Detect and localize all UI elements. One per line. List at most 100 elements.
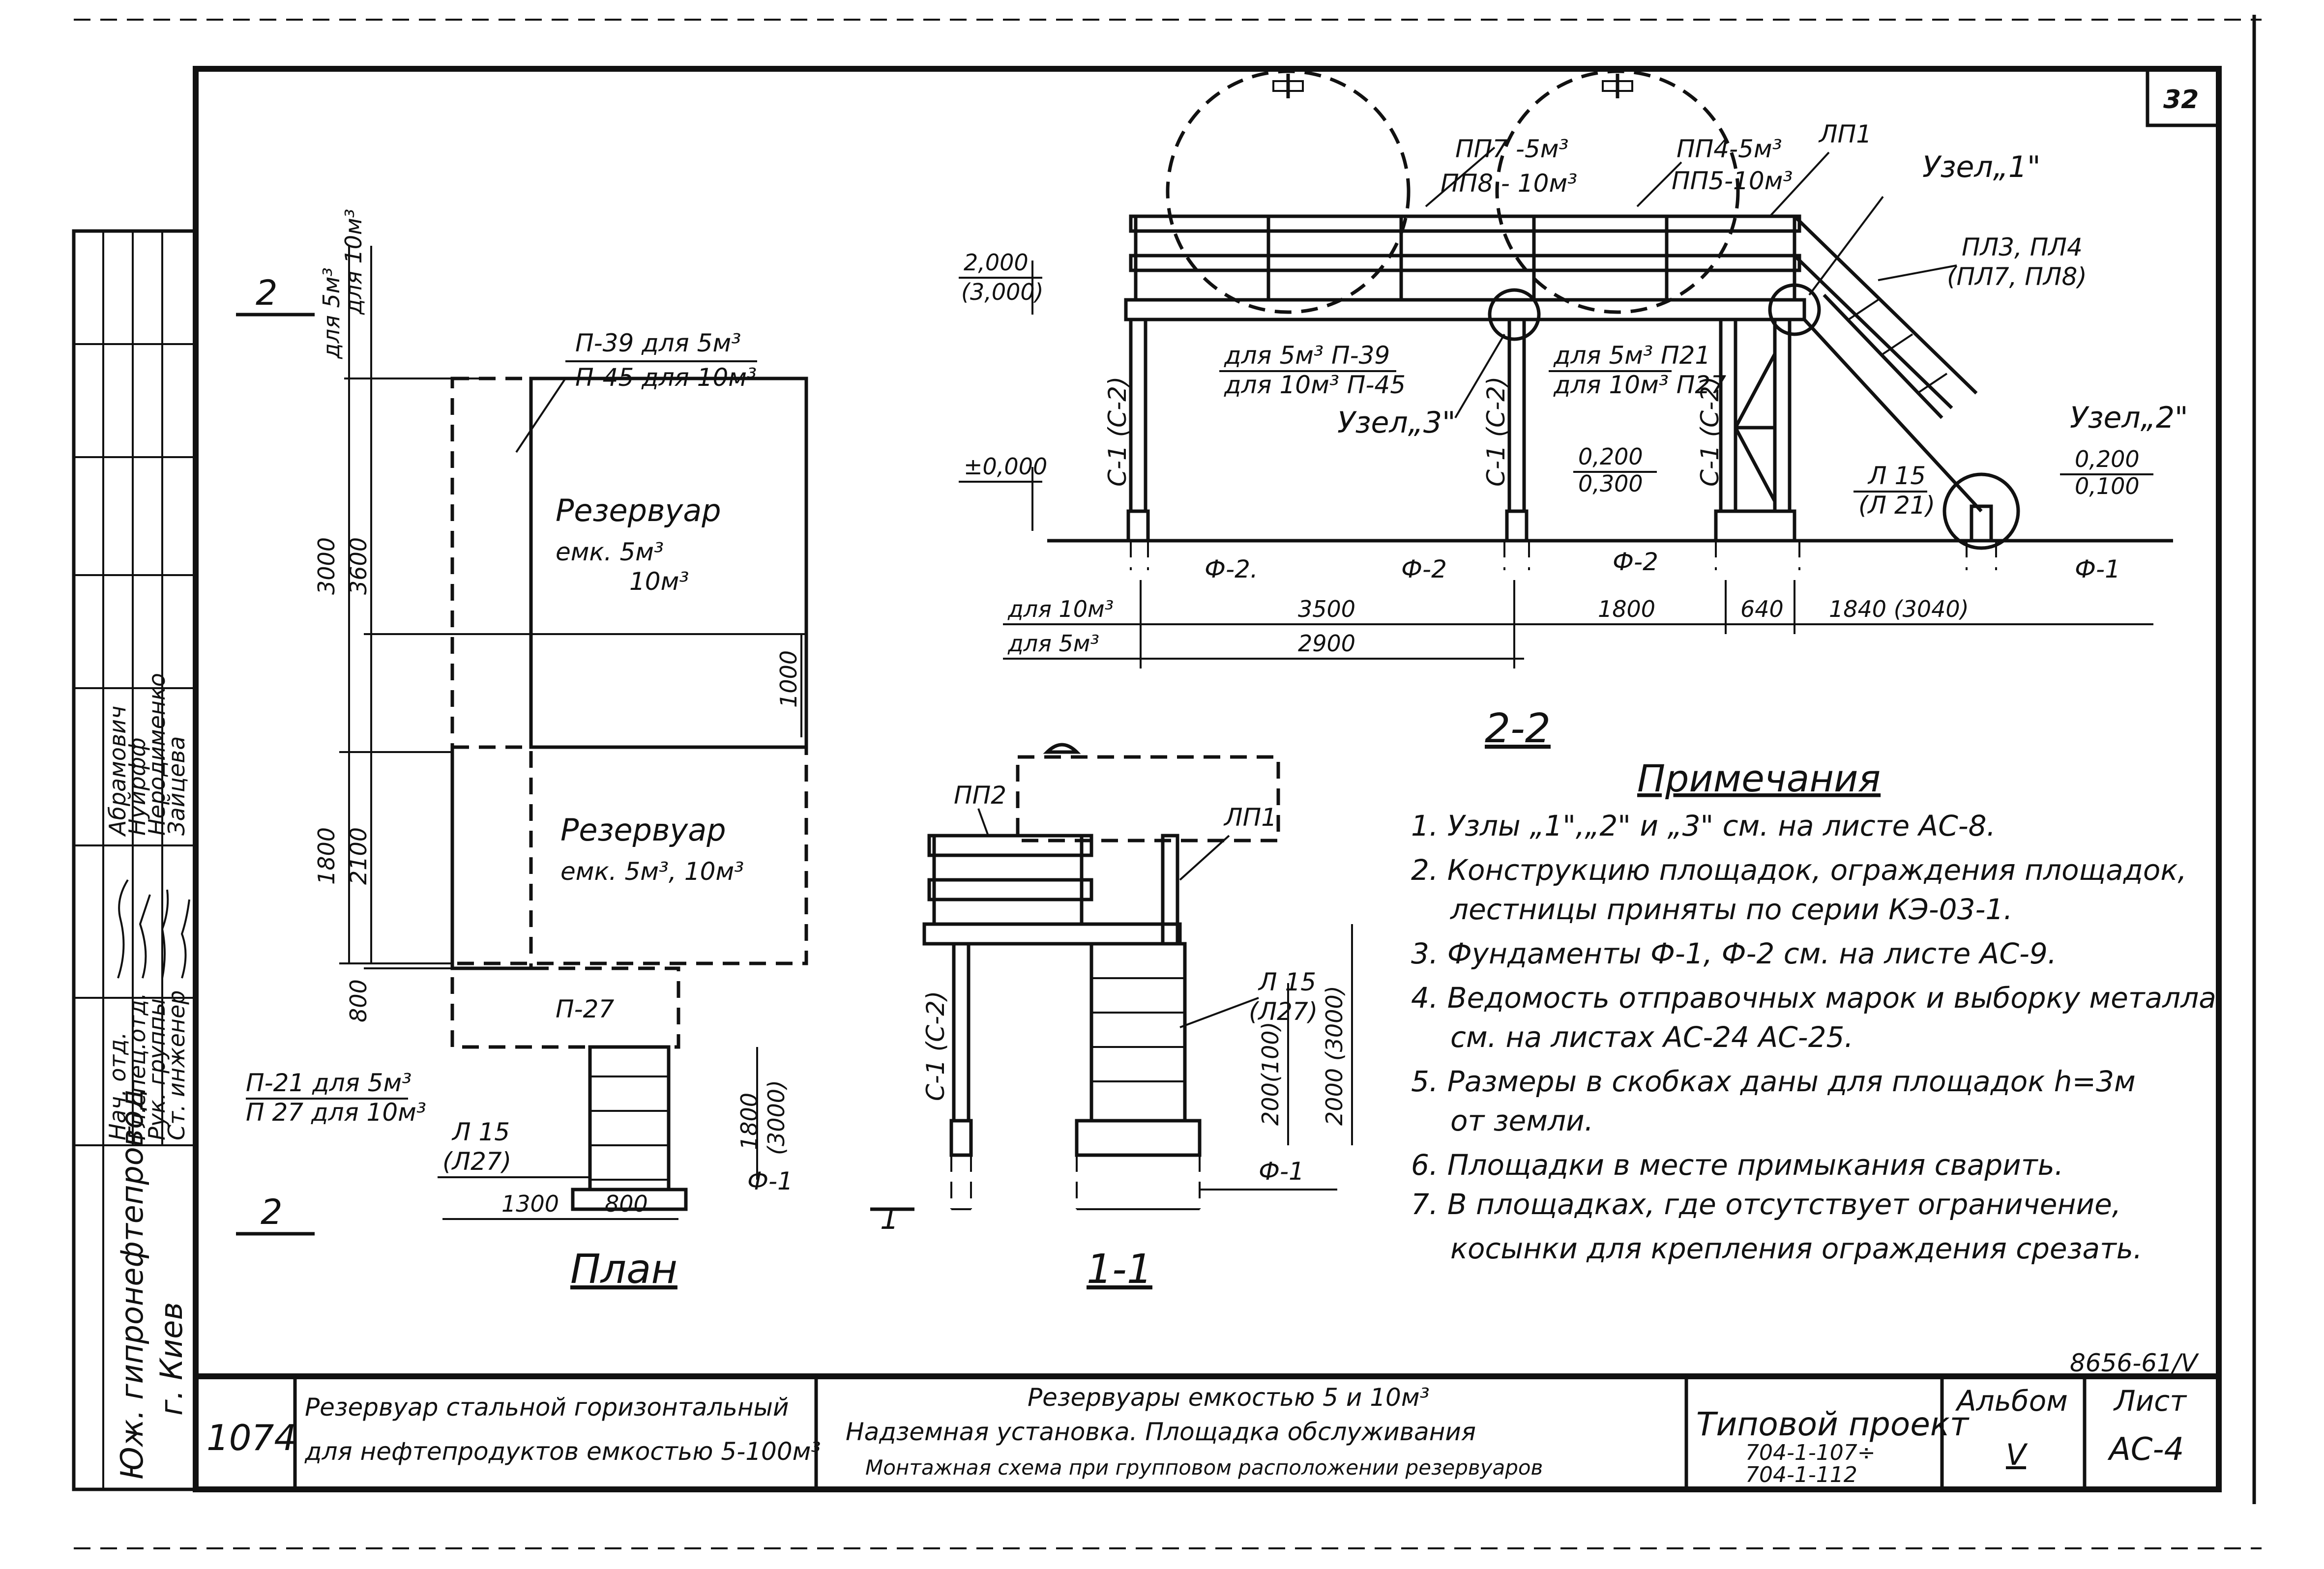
- section-1-1: ПП2 ЛП1 С-1 (С-2) Л 15 (Л27) 200(100) 20…: [870, 743, 1353, 1293]
- s22-pl3: ПЛ3, ПЛ4: [1962, 233, 2083, 262]
- s11-d2000: 2000 (3000): [1321, 986, 1348, 1126]
- tb-sheet-value: АС-4: [2107, 1431, 2184, 1468]
- tb-left-line1: Резервуар стальной горизонтальный: [305, 1393, 789, 1422]
- s22-pp4: ПП4-5м³: [1677, 135, 1782, 163]
- plan-f1: Ф-1: [747, 1167, 793, 1195]
- plan-side-top2: для 10м³: [340, 209, 367, 315]
- stamp-org: Юж. гипронефтепровод: [114, 1089, 150, 1480]
- s11-mark: 1: [880, 1202, 899, 1236]
- plan-p39: П-39 для 5м³: [575, 329, 741, 357]
- s22-f2a: Ф-2.: [1205, 555, 1258, 583]
- s22-pp7: ПП7 -5м³: [1455, 135, 1569, 163]
- tb-album-label: Альбом: [1955, 1384, 2068, 1418]
- s22-p21: для 5м³ П21: [1553, 341, 1710, 370]
- plan-side-top: для 5м³: [318, 267, 345, 359]
- stamp-name-3: Неродименко: [144, 673, 170, 836]
- s11-l15: Л 15: [1258, 968, 1316, 996]
- stamp-name-4: Зайцева: [163, 736, 190, 836]
- tb-project-num1: 704-1-107÷: [1745, 1440, 1876, 1465]
- s11-d200: 200(100): [1257, 1022, 1284, 1126]
- signature-3: [161, 889, 169, 979]
- s22-level-platform: 2,000: [964, 249, 1029, 276]
- s22-col1: С-1 (С-2): [1103, 377, 1132, 487]
- plan-dim-1800: 1800: [313, 827, 340, 885]
- note-7b: косынки для крепления ограждения срезать…: [1450, 1232, 2142, 1265]
- stamp-city: г. Киев: [153, 1302, 189, 1416]
- stamp-role-3: Рук. группы: [144, 998, 170, 1140]
- s22-dim-row2: для 5м³: [1007, 630, 1099, 657]
- s22-col3: С-1 (С-2): [1696, 377, 1724, 487]
- s22-dim-row1: для 10м³: [1007, 596, 1114, 622]
- s22-level-found-a-alt: 0,300: [1578, 470, 1643, 497]
- plan-dim-800: 800: [345, 979, 372, 1022]
- stamp-role-2: Гл.спец.отд.: [124, 992, 150, 1140]
- s22-uzel1: Узел„1": [1922, 150, 2041, 184]
- s22-dim-1800: 1800: [1598, 596, 1655, 622]
- s22-f1: Ф-1: [2075, 555, 2120, 583]
- plan-dim-3000b: (3000): [763, 1080, 790, 1155]
- signature-4: [180, 899, 190, 979]
- plan-p45: П-45 для 10м³: [575, 363, 757, 392]
- notes-title: Примечания: [1637, 756, 1881, 800]
- plan-tank2-line2: емк. 5м³, 10м³: [560, 857, 744, 886]
- signature-1: [117, 879, 129, 979]
- tb-mid-line3: Монтажная схема при групповом расположен…: [865, 1455, 1543, 1480]
- stamp-role-4: Ст. инженер: [163, 990, 190, 1140]
- plan-tank1-line2: емк. 5м³: [556, 538, 664, 566]
- plan-title: План: [570, 1246, 677, 1293]
- plan-tank2-line1: Резервуар: [560, 812, 726, 848]
- plan-section-mark-top: 2: [256, 273, 278, 313]
- doc-code: 8656-61/V: [2070, 1349, 2200, 1377]
- plan-tank1-line1: Резервуар: [556, 493, 721, 528]
- section-2-2: С-1 (С-2) С-1 (С-2) С-1 (С-2) 2,000 (3,0…: [959, 69, 2188, 752]
- side-stamp: Нач. отд. Гл.спец.отд. Рук. группы Ст. и…: [72, 229, 198, 1491]
- sheet-number: 32: [2163, 85, 2199, 115]
- tb-left-line2: для нефтепродуктов емкостью 5-100м³: [304, 1437, 821, 1466]
- plan-dim-1300: 1300: [501, 1191, 559, 1217]
- s11-f1: Ф-1: [1259, 1157, 1304, 1186]
- s22-uzel3: Узел„3": [1337, 406, 1456, 440]
- plan-dim-3600: 3600: [345, 537, 372, 595]
- s22-dim-2900: 2900: [1298, 630, 1355, 657]
- plan-dim-800h: 800: [605, 1191, 648, 1217]
- s11-l27: (Л27): [1249, 997, 1318, 1026]
- note-4: 4. Ведомость отправочных марок и выборку…: [1411, 981, 2216, 1015]
- s22-l21: (Л 21): [1858, 491, 1935, 520]
- plan-l15: Л 15: [451, 1118, 510, 1146]
- notes-block: Примечания 1. Узлы „1",„2" и „3" см. на …: [1411, 756, 2216, 1265]
- note-2: 2. Конструкцию площадок, ограждения площ…: [1411, 853, 2187, 887]
- s11-lp1: ЛП1: [1223, 803, 1277, 832]
- s22-p39a: для 5м³ П-39: [1224, 341, 1390, 370]
- note-7: 7. В площадках, где отсутствует ограниче…: [1411, 1188, 2121, 1221]
- s22-l15: Л 15: [1867, 462, 1926, 490]
- s22-pl7: (ПЛ7, ПЛ8): [1947, 262, 2087, 291]
- plan-p27b: П 27 для 10м³: [246, 1098, 426, 1127]
- s11-title: 1-1: [1087, 1246, 1152, 1293]
- note-5b: от земли.: [1450, 1104, 1593, 1137]
- s22-f2c: Ф-2: [1613, 548, 1658, 576]
- s22-level-found-b: 0,200: [2075, 446, 2140, 472]
- s22-level-platform-alt: (3,000): [961, 279, 1044, 305]
- s11-col: С-1 (С-2): [921, 991, 950, 1101]
- plan-dim-2100: 2100: [345, 827, 372, 885]
- note-6: 6. Площадки в месте примыкания сварить.: [1411, 1148, 2063, 1182]
- plan-l27: (Л27): [442, 1147, 511, 1176]
- plan-dim-3000: 3000: [313, 537, 340, 595]
- plan-tank1-line3: 10м³: [629, 567, 689, 596]
- s22-lp1: ЛП1: [1818, 120, 1872, 148]
- tb-project-num2: 704-1-112: [1745, 1462, 1857, 1487]
- tb-project-label: Типовой проект: [1696, 1405, 1970, 1443]
- s11-pp2: ПП2: [954, 781, 1006, 810]
- tb-mid-line2: Надземная установка. Площадка обслуживан…: [846, 1418, 1476, 1446]
- s22-col2: С-1 (С-2): [1482, 377, 1510, 487]
- stamp-role-1: Нач. отд.: [104, 1032, 131, 1140]
- note-1: 1. Узлы „1",„2" и „3" см. на листе АС-8.: [1411, 809, 1996, 843]
- s22-title: 2-2: [1485, 705, 1551, 752]
- plan-section-mark-bottom: 2: [261, 1192, 283, 1232]
- note-2b: лестницы приняты по серии КЭ-03-1.: [1450, 893, 2013, 926]
- s22-uzel2: Узел„2": [2070, 401, 2188, 435]
- s22-pp8: ПП8 - 10м³: [1441, 169, 1577, 198]
- plan-dim-1800b: 1800: [736, 1093, 763, 1150]
- note-4b: см. на листах АС-24 АС-25.: [1450, 1020, 1853, 1054]
